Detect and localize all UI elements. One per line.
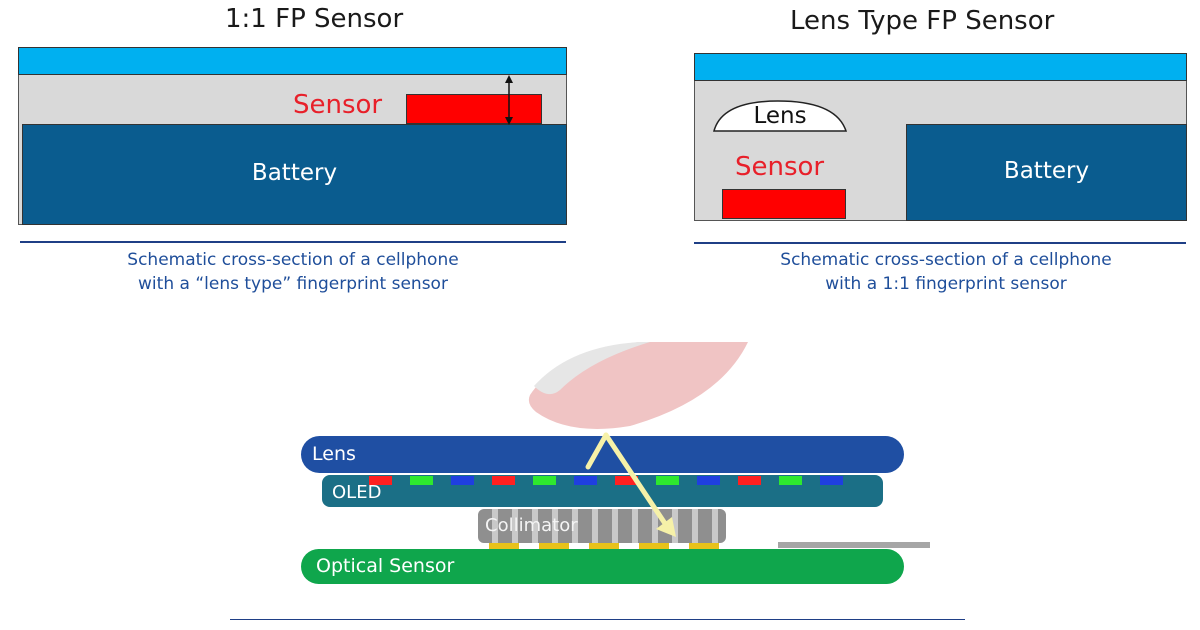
left-caption-line1: Schematic cross-section of a cellphone	[127, 250, 459, 270]
lens-shape-icon	[713, 100, 848, 132]
light-path-arrow-icon	[585, 432, 676, 537]
sensor-pixel	[689, 543, 719, 550]
sensor-pixel	[589, 543, 619, 550]
gap-arrow-icon	[505, 75, 513, 125]
sensor-pixel	[489, 543, 519, 550]
finger-icon	[528, 342, 748, 429]
oled-pixel	[369, 476, 392, 485]
right-battery-label: Battery	[1003, 158, 1090, 184]
oled-pixel	[574, 476, 597, 485]
oled-pixel	[697, 476, 720, 485]
right-caption-line1: Schematic cross-section of a cellphone	[780, 250, 1112, 270]
optical-sensor-layer	[301, 549, 904, 584]
right-divider	[694, 242, 1186, 244]
oled-pixel	[738, 476, 761, 485]
oled-pixel	[779, 476, 802, 485]
left-sensor-label: Sensor	[293, 90, 383, 120]
right-sensor-label: Sensor	[735, 152, 825, 182]
left-caption: Schematic cross-section of a cellphone w…	[20, 248, 566, 296]
right-caption-line2: with a 1:1 fingerprint sensor	[825, 274, 1067, 294]
right-sensor-block	[722, 189, 846, 219]
oled-pixel	[492, 476, 515, 485]
right-caption: Schematic cross-section of a cellphone w…	[694, 248, 1198, 296]
oled-layer-label: OLED	[332, 482, 382, 503]
oled-pixel	[656, 476, 679, 485]
right-battery	[906, 124, 1187, 221]
oled-pixel	[820, 476, 843, 485]
right-panel-title: Lens Type FP Sensor	[790, 6, 1055, 36]
optical-sensor-label: Optical Sensor	[316, 555, 455, 577]
oled-pixel	[615, 476, 638, 485]
sensor-pixel	[639, 543, 669, 550]
left-cover-glass	[18, 47, 567, 75]
substrate-edge	[778, 542, 930, 548]
left-sensor-block	[406, 94, 542, 124]
oled-pixel	[533, 476, 556, 485]
left-battery-label: Battery	[251, 160, 338, 186]
left-battery	[22, 124, 567, 225]
left-divider	[20, 241, 566, 243]
lens-layer-label: Lens	[312, 443, 356, 465]
right-cover-glass	[694, 53, 1187, 81]
left-panel-title: 1:1 FP Sensor	[225, 4, 404, 34]
sensor-pixel	[539, 543, 569, 550]
oled-pixel	[410, 476, 433, 485]
bottom-divider	[230, 619, 965, 620]
collimator-layer	[478, 509, 726, 543]
left-caption-line2: with a “lens type” fingerprint sensor	[138, 274, 448, 294]
collimator-label: Collimator	[485, 515, 578, 536]
oled-pixel	[451, 476, 474, 485]
right-lens-label: Lens	[753, 103, 807, 129]
